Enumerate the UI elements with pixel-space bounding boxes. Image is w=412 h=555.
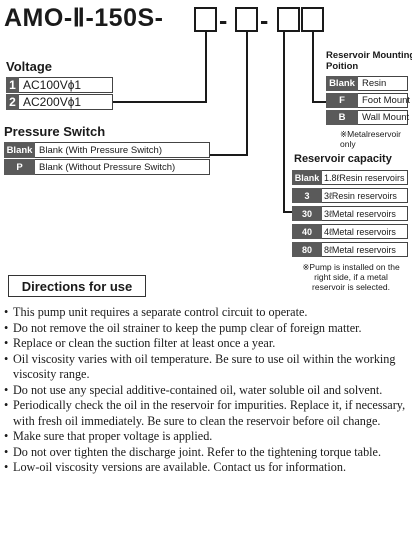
- mounting-connector-v: [312, 32, 314, 102]
- voltage-option: 1 AC100Vϕ1: [6, 77, 113, 93]
- capacity-note-line1: ※Pump is installed on the: [302, 262, 400, 272]
- pressure-switch-label: Blank (With Pressure Switch): [35, 142, 210, 158]
- list-item: Replace or clean the suction filter at l…: [4, 336, 408, 352]
- capacity-connector-v: [283, 32, 285, 212]
- capacity-note-line3: reservoir is selected.: [312, 282, 390, 292]
- directions-title: Directions for use: [8, 275, 146, 297]
- mounting-code: Blank: [326, 76, 358, 91]
- capacity-slot: [277, 7, 300, 32]
- list-item: Do not over tighten the discharge joint.…: [4, 445, 408, 461]
- capacity-option: 40 4ℓMetal reservoirs: [292, 224, 408, 239]
- capacity-label: 3ℓResin reservoirs: [322, 188, 408, 203]
- mounting-title-line2: Poition: [326, 61, 359, 72]
- model-separator: -: [219, 7, 228, 35]
- pressure-switch-code: Blank: [4, 142, 35, 158]
- capacity-option: 80 8ℓMetal reservoirs: [292, 242, 408, 257]
- list-item: Do not use any special additive-containe…: [4, 383, 408, 399]
- list-item: This pump unit requires a separate contr…: [4, 305, 408, 321]
- directions-list: This pump unit requires a separate contr…: [4, 305, 408, 476]
- pressure-switch-slot: [235, 7, 258, 32]
- capacity-code: 30: [292, 206, 322, 221]
- capacity-label: 1.8ℓResin reservoirs: [322, 170, 408, 185]
- capacity-option: 3 3ℓResin reservoirs: [292, 188, 408, 203]
- voltage-title: Voltage: [6, 59, 52, 74]
- mounting-option: B Wall Mount: [326, 110, 409, 125]
- list-item: Oil viscosity varies with oil temperatur…: [4, 352, 408, 383]
- mounting-note: ※Metalreservoir only: [340, 129, 401, 149]
- voltage-label: AC100Vϕ1: [19, 77, 113, 93]
- pressure-switch-code: P: [4, 159, 35, 175]
- pressure-switch-option: P Blank (Without Pressure Switch): [4, 159, 210, 175]
- mounting-label: Resin: [358, 76, 408, 91]
- voltage-slot: [194, 7, 217, 32]
- capacity-code: 3: [292, 188, 322, 203]
- mounting-connector-h: [312, 101, 326, 103]
- voltage-option: 2 AC200Vϕ1: [6, 94, 113, 110]
- mounting-label: Foot Mount: [358, 93, 410, 108]
- voltage-label: AC200Vϕ1: [19, 94, 113, 110]
- capacity-option: 30 3ℓMetal reservoirs: [292, 206, 408, 221]
- voltage-connector-h: [112, 101, 207, 103]
- list-item: Low-oil viscosity versions are available…: [4, 460, 408, 476]
- mounting-code: B: [326, 110, 358, 125]
- pressure-connector-v: [246, 32, 248, 155]
- list-item: Do not remove the oil strainer to keep t…: [4, 321, 408, 337]
- pressure-switch-option: Blank Blank (With Pressure Switch): [4, 142, 210, 158]
- mounting-option: Blank Resin: [326, 76, 408, 91]
- mounting-title-line1: Reservoir Mounting: [326, 50, 412, 61]
- capacity-option: Blank 1.8ℓResin reservoirs: [292, 170, 408, 185]
- pressure-switch-title: Pressure Switch: [4, 124, 106, 139]
- capacity-code: Blank: [292, 170, 322, 185]
- capacity-title: Reservoir capacity: [294, 153, 392, 165]
- pressure-switch-label: Blank (Without Pressure Switch): [35, 159, 210, 175]
- mounting-label: Wall Mount: [358, 110, 409, 125]
- model-separator: -: [260, 7, 269, 35]
- list-item: Periodically check the oil in the reserv…: [4, 398, 408, 429]
- capacity-label: 3ℓMetal reservoirs: [322, 206, 408, 221]
- capacity-label: 8ℓMetal reservoirs: [322, 242, 408, 257]
- mounting-option: F Foot Mount: [326, 93, 410, 108]
- capacity-label: 4ℓMetal reservoirs: [322, 224, 408, 239]
- mounting-code: F: [326, 93, 358, 108]
- capacity-note-line2: right side, if a metal: [314, 272, 388, 282]
- mounting-slot: [301, 7, 324, 32]
- list-item: Make sure that proper voltage is applied…: [4, 429, 408, 445]
- capacity-code: 40: [292, 224, 322, 239]
- pressure-connector-h: [210, 154, 248, 156]
- capacity-code: 80: [292, 242, 322, 257]
- model-code-prefix: AMO-Ⅱ-150S-: [4, 4, 164, 32]
- voltage-code: 2: [6, 94, 19, 110]
- voltage-code: 1: [6, 77, 19, 93]
- voltage-connector-v: [205, 32, 207, 102]
